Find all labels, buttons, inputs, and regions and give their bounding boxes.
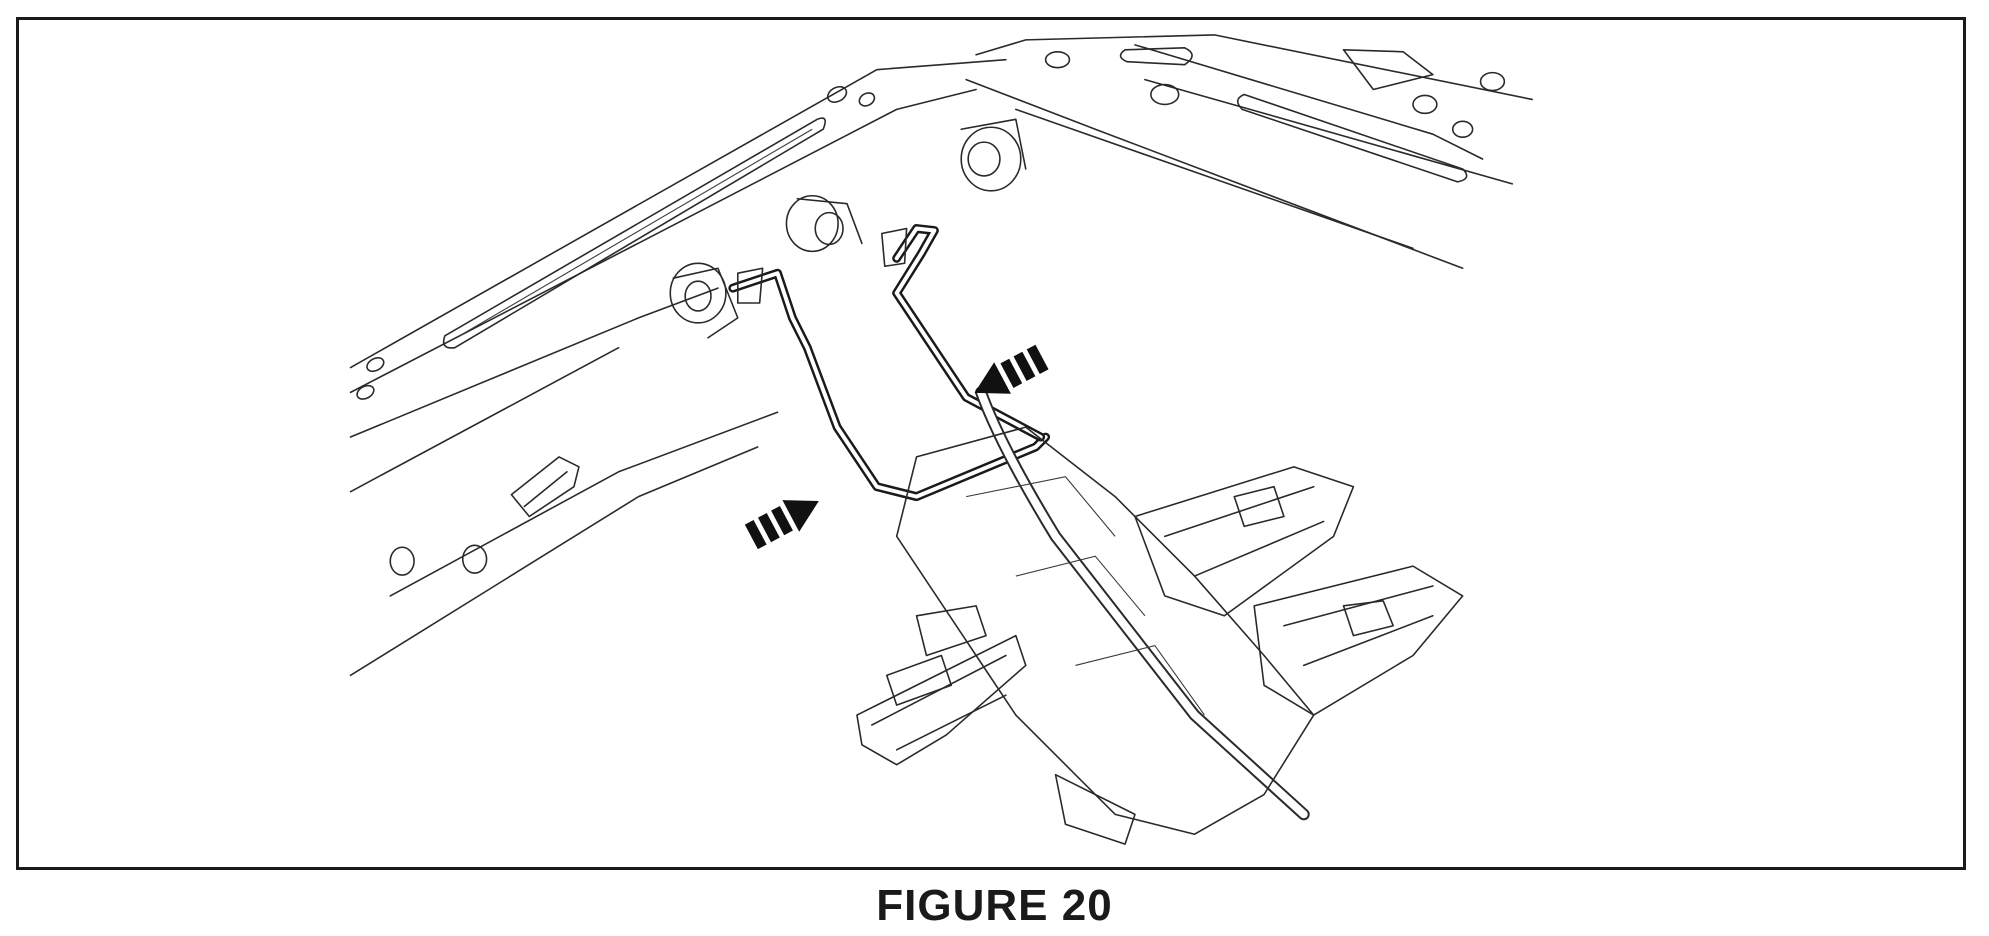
parking-brake-cable: [975, 386, 1310, 821]
mounting-studs: [669, 118, 1027, 339]
figure-caption: FIGURE 20: [876, 881, 1113, 930]
figure-frame: [16, 17, 1966, 870]
suspension-assembly: [856, 426, 1464, 845]
callout-arrow-right: [974, 344, 1049, 394]
callout-arrow-left: [744, 500, 819, 550]
diagram-illustration: [349, 34, 1533, 845]
brake-lines: [728, 224, 1051, 502]
crossmember: [965, 34, 1533, 270]
frame-rail: [349, 58, 1007, 677]
